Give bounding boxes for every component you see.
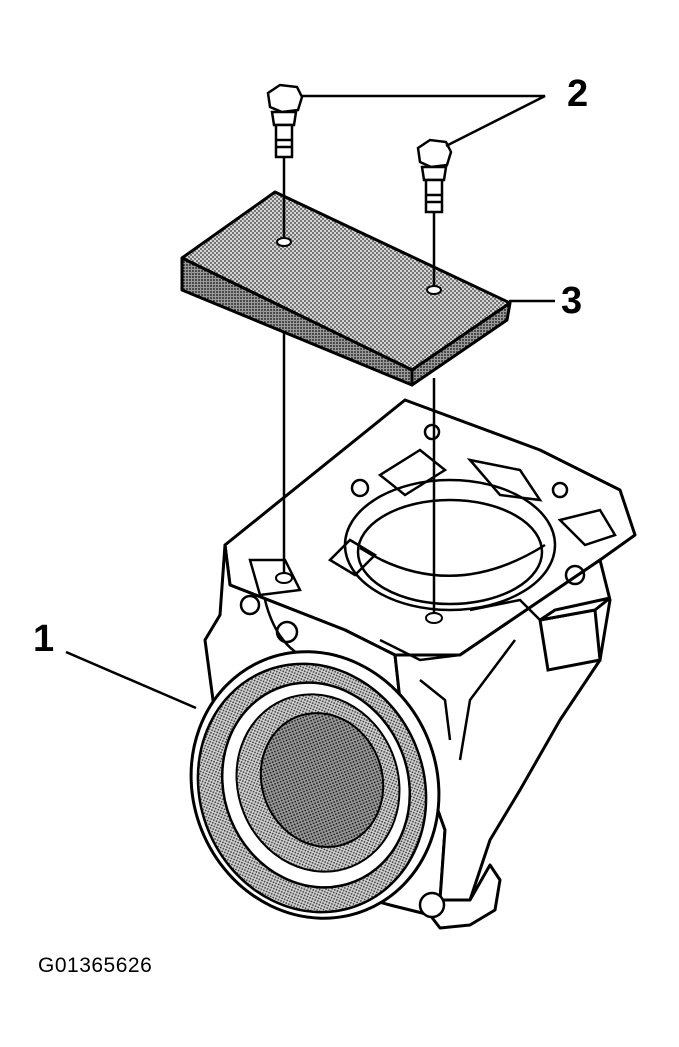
installer-plate <box>180 190 512 387</box>
seal <box>189 650 441 920</box>
housing-hole-right <box>425 612 443 624</box>
housing-hole-left <box>275 572 293 584</box>
bolt-right <box>416 138 453 214</box>
plate-hole-left <box>276 237 292 247</box>
callout-1: 1 <box>33 618 55 660</box>
figure-id: G01365626 <box>38 954 153 977</box>
housing-side-tab <box>538 596 611 672</box>
mounting-boss <box>418 891 446 919</box>
callout-3: 3 <box>561 280 583 322</box>
callout-2: 2 <box>567 73 589 115</box>
bolt-left <box>266 83 304 159</box>
plate-hole-right <box>426 285 442 295</box>
leader-lines <box>65 94 555 710</box>
alignment-lines <box>282 157 436 615</box>
